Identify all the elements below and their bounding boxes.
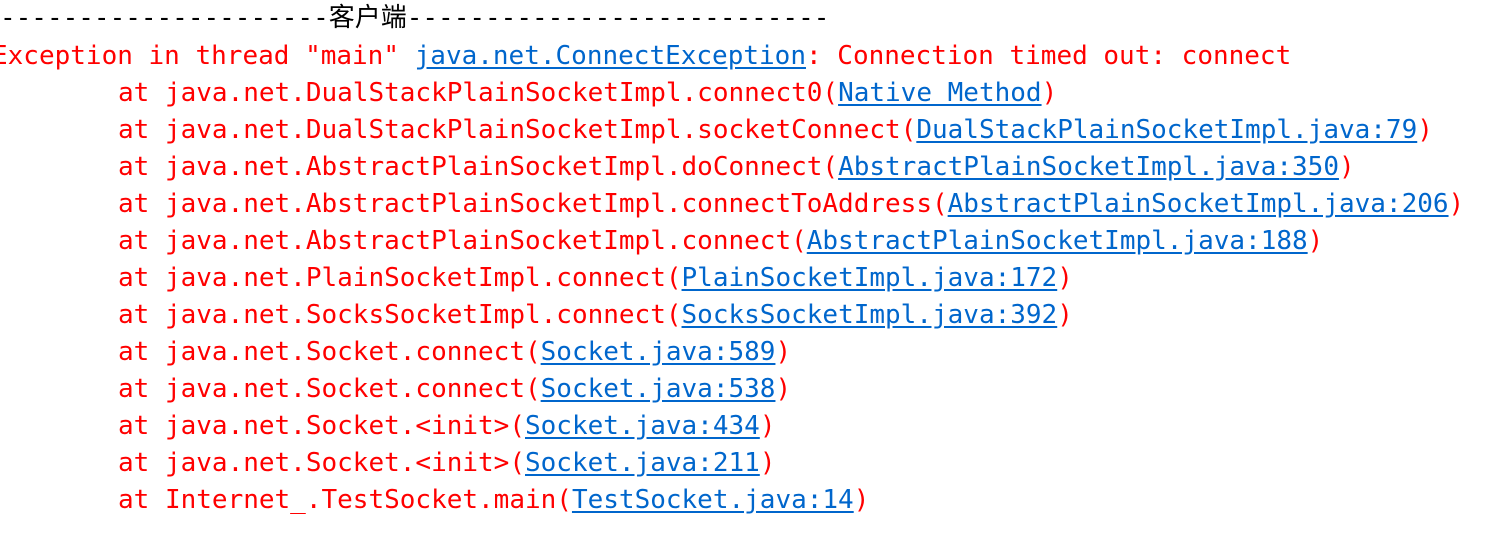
frame-close-paren: ) [853, 485, 870, 515]
frame-method: at java.net.AbstractPlainSocketImpl.conn… [118, 226, 807, 256]
frame-close-paren: ) [759, 411, 776, 441]
header-title: 客户端 [328, 3, 407, 33]
frame-method: at Internet_.TestSocket.main( [118, 485, 572, 515]
frame-method: at java.net.Socket.<init>( [118, 411, 525, 441]
stack-frame: at java.net.Socket.connect(Socket.java:5… [118, 371, 791, 408]
stack-frame: at java.net.SocksSocketImpl.connect(Sock… [118, 297, 1073, 334]
stack-frame: at java.net.DualStackPlainSocketImpl.con… [118, 75, 1057, 112]
frame-close-paren: ) [1338, 152, 1355, 182]
frame-method: at java.net.Socket.connect( [118, 337, 541, 367]
frame-close-paren: ) [1057, 263, 1073, 293]
frame-method: at java.net.AbstractPlainSocketImpl.doCo… [118, 152, 839, 182]
stack-frame: at java.net.Socket.<init>(Socket.java:21… [118, 445, 775, 482]
frame-method: at java.net.SocksSocketImpl.connect( [118, 300, 682, 330]
frame-method: at java.net.AbstractPlainSocketImpl.conn… [118, 189, 948, 219]
frame-method: at java.net.DualStackPlainSocketImpl.con… [118, 78, 839, 108]
stack-frame: at java.net.AbstractPlainSocketImpl.conn… [118, 223, 1323, 260]
exception-message: : Connection timed out: connect [805, 41, 1292, 71]
stack-frame: at java.net.Socket.<init>(Socket.java:43… [118, 408, 775, 445]
frame-source-link[interactable]: TestSocket.java:14 [571, 485, 854, 515]
frame-source-link[interactable]: Socket.java:538 [540, 374, 776, 404]
header-right-dashes: --------------------------- [406, 3, 830, 33]
frame-source-link[interactable]: AbstractPlainSocketImpl.java:350 [838, 152, 1339, 182]
frame-source-link[interactable]: DualStackPlainSocketImpl.java:79 [916, 115, 1418, 145]
frame-source-link[interactable]: AbstractPlainSocketImpl.java:206 [947, 189, 1449, 219]
exception-type-link[interactable]: java.net.ConnectException [414, 41, 806, 71]
frame-method: at java.net.DualStackPlainSocketImpl.soc… [118, 115, 917, 145]
frame-method: at java.net.Socket.<init>( [118, 448, 525, 478]
stack-frame: at java.net.PlainSocketImpl.connect(Plai… [118, 260, 1073, 297]
stack-frame: at java.net.AbstractPlainSocketImpl.conn… [118, 186, 1464, 223]
stack-frame: at java.net.AbstractPlainSocketImpl.doCo… [118, 149, 1355, 186]
frame-source-link[interactable]: PlainSocketImpl.java:172 [681, 263, 1058, 293]
exception-prefix: Exception in thread "main" [0, 41, 415, 71]
exception-line: Exception in thread "main" java.net.Conn… [0, 38, 1291, 75]
frame-source-link[interactable]: Socket.java:434 [525, 411, 760, 441]
frame-close-paren: ) [1307, 226, 1324, 256]
frame-source-link[interactable]: Native Method [838, 78, 1042, 108]
frame-source-link[interactable]: Socket.java:589 [540, 337, 776, 367]
stack-frame: at java.net.Socket.connect(Socket.java:5… [118, 334, 791, 371]
frame-close-paren: ) [759, 448, 776, 478]
frame-close-paren: ) [1057, 300, 1073, 330]
frame-source-link[interactable]: Socket.java:211 [525, 448, 760, 478]
header-left-dashes: --------------------- [0, 3, 329, 33]
stack-frame: at java.net.DualStackPlainSocketImpl.soc… [118, 112, 1433, 149]
client-header-line: ---------------------客户端----------------… [0, 0, 829, 37]
frame-source-link[interactable]: AbstractPlainSocketImpl.java:188 [806, 226, 1308, 256]
frame-close-paren: ) [775, 337, 792, 367]
frame-method: at java.net.PlainSocketImpl.connect( [118, 263, 682, 293]
frame-close-paren: ) [1041, 78, 1058, 108]
frame-close-paren: ) [1448, 189, 1465, 219]
stack-frame: at Internet_.TestSocket.main(TestSocket.… [118, 482, 869, 519]
frame-close-paren: ) [1417, 115, 1433, 145]
frame-method: at java.net.Socket.connect( [118, 374, 541, 404]
frame-source-link[interactable]: SocksSocketImpl.java:392 [681, 300, 1058, 330]
frame-close-paren: ) [775, 374, 792, 404]
